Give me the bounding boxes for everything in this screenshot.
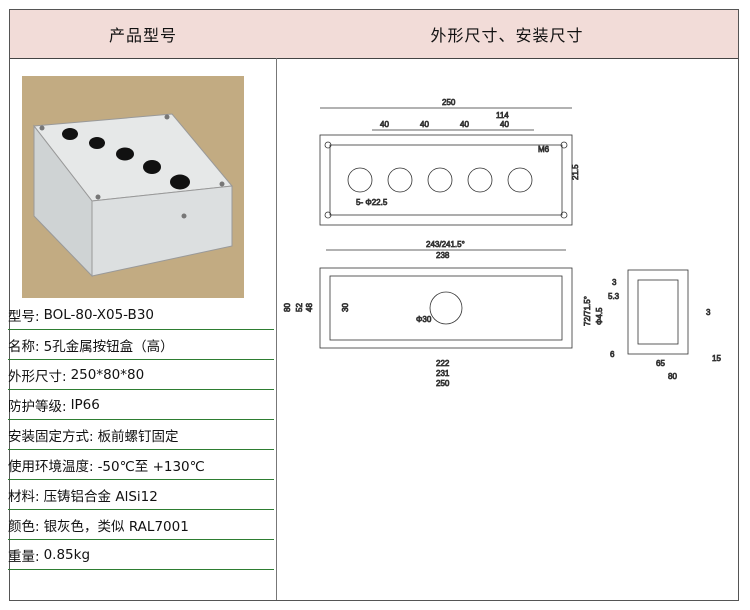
- svg-text:80: 80: [668, 372, 677, 381]
- spec-row-weight: 重量:0.85kg: [8, 540, 274, 570]
- spec-row-mounting: 安装固定方式:板前螺钉固定: [8, 420, 274, 450]
- spec-list: 型号:BOL-80-X05-B30 名称:5孔金属按钮盒（高） 外形尺寸:250…: [8, 300, 274, 570]
- svg-text:40: 40: [460, 120, 469, 129]
- svg-text:72/71.5°: 72/71.5°: [583, 296, 592, 326]
- svg-text:243/241.5°: 243/241.5°: [426, 240, 465, 249]
- spec-row-color: 颜色:银灰色，类似 RAL7001: [8, 510, 274, 540]
- svg-text:222: 222: [436, 359, 450, 368]
- svg-text:238: 238: [436, 251, 450, 260]
- svg-text:65: 65: [656, 359, 665, 368]
- column-divider: [276, 58, 277, 600]
- svg-text:40: 40: [500, 120, 509, 129]
- side-view: 3 5.3 Φ4.5 3 6 65 80 15: [595, 269, 722, 381]
- spec-row-name: 名称:5孔金属按钮盒（高）: [8, 330, 274, 360]
- spec-row-model: 型号:BOL-80-X05-B30: [8, 300, 274, 330]
- svg-text:250: 250: [436, 379, 450, 388]
- svg-text:5- Φ22.5: 5- Φ22.5: [356, 198, 388, 207]
- svg-text:231: 231: [436, 369, 450, 378]
- svg-text:114: 114: [496, 111, 509, 120]
- spec-row-size: 外形尺寸:250*80*80: [8, 360, 274, 390]
- svg-text:3: 3: [612, 278, 617, 287]
- technical-drawing: 250 40 40 40 40 114 M6 21.5 5- Φ22.5 243…: [276, 90, 736, 394]
- svg-text:Φ30: Φ30: [416, 315, 432, 324]
- spec-row-material: 材料:压铸铝合金 AlSi12: [8, 480, 274, 510]
- svg-text:3: 3: [706, 308, 711, 317]
- svg-text:40: 40: [420, 120, 429, 129]
- header-product-model: 产品型号: [10, 10, 277, 59]
- spec-row-protection: 防护等级:IP66: [8, 390, 274, 420]
- svg-text:48: 48: [305, 303, 314, 312]
- product-photo: [22, 76, 244, 298]
- svg-text:6: 6: [610, 350, 615, 359]
- svg-text:80: 80: [283, 303, 292, 312]
- svg-text:52: 52: [295, 303, 304, 312]
- svg-text:M6: M6: [538, 145, 550, 154]
- svg-text:40: 40: [380, 120, 389, 129]
- spec-table: 产品型号 外形尺寸、安装尺寸: [9, 9, 739, 601]
- top-view: 250 40 40 40 40 114 M6 21.5 5- Φ22.5: [319, 98, 580, 226]
- spec-row-temperature: 使用环境温度:-50℃至 +130℃: [8, 450, 274, 480]
- svg-text:15: 15: [712, 354, 721, 363]
- svg-text:30: 30: [341, 303, 350, 312]
- header-dimensions: 外形尺寸、安装尺寸: [276, 10, 738, 59]
- svg-text:21.5: 21.5: [571, 164, 580, 180]
- svg-text:250: 250: [442, 98, 456, 107]
- front-view: 243/241.5° 238 80 52 48 30 Φ30 222 231 2…: [283, 240, 593, 389]
- svg-text:Φ4.5: Φ4.5: [595, 307, 604, 325]
- svg-text:5.3: 5.3: [608, 292, 620, 301]
